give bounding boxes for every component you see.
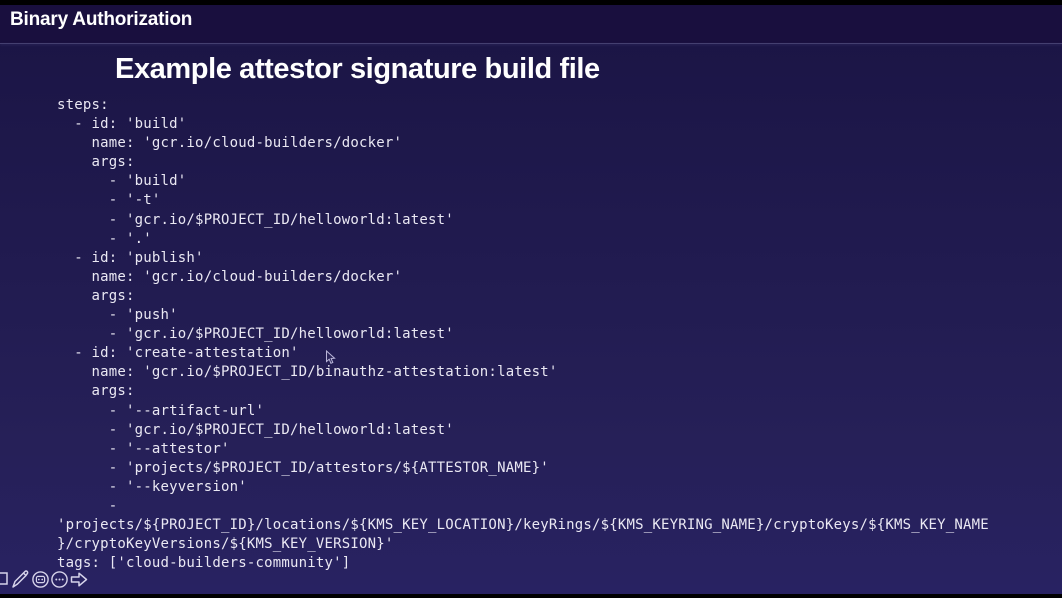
header-bar: Binary Authorization — [0, 5, 1062, 43]
arrow-tool-icon[interactable] — [70, 571, 88, 588]
bottom-letterbox-bar — [0, 594, 1062, 598]
slide-canvas: Binary Authorization Example attestor si… — [0, 5, 1062, 594]
square-tool-icon[interactable] — [0, 572, 8, 585]
header-divider — [0, 43, 1062, 44]
pencil-tool-icon[interactable] — [10, 569, 30, 589]
stamp-tool-icon[interactable] — [32, 571, 49, 588]
slide-title: Example attestor signature build file — [115, 53, 600, 85]
annotation-toolbar — [0, 569, 90, 591]
build-file-code: steps: - id: 'build' name: 'gcr.io/cloud… — [57, 97, 989, 572]
top-letterbox-bar — [0, 0, 1062, 5]
page-title: Binary Authorization — [10, 9, 193, 30]
mouse-cursor-icon — [326, 350, 336, 364]
more-options-icon[interactable] — [51, 571, 68, 588]
